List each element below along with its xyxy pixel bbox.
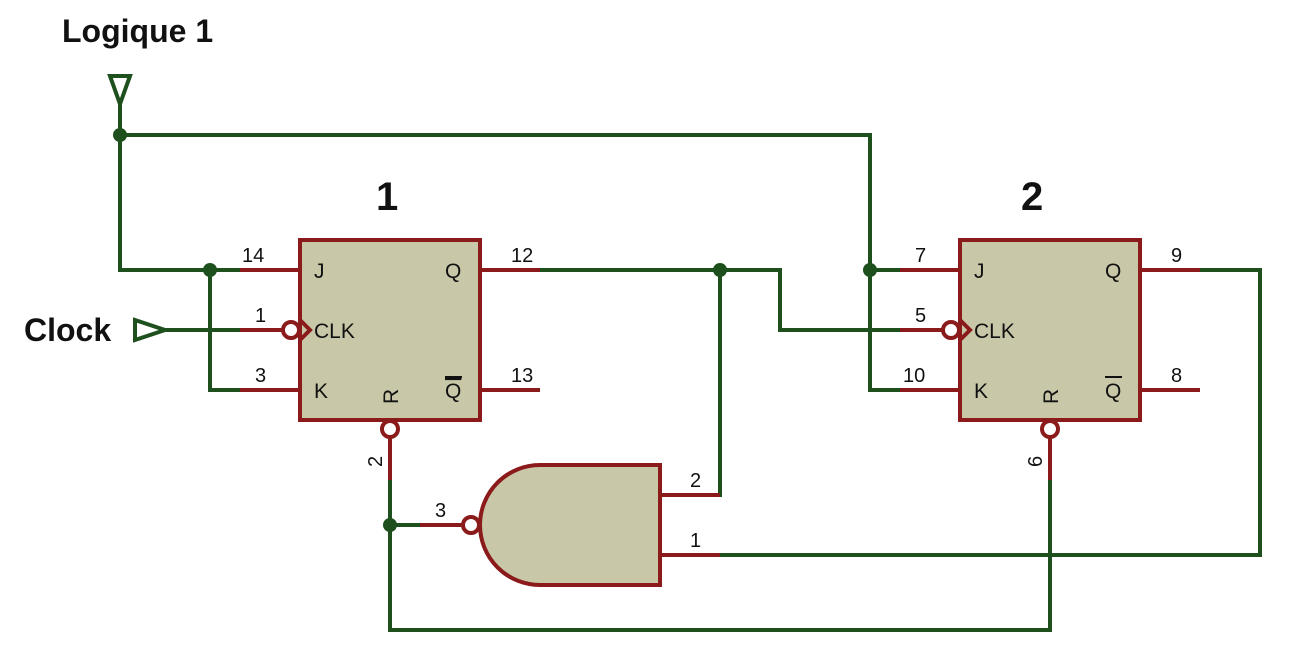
ff1-pinnum-r: 2: [365, 456, 387, 467]
junction-ff2-jk: [863, 263, 877, 277]
ff2-label-clk: CLK: [974, 320, 1015, 343]
ff1-label-r: R: [380, 389, 403, 404]
clock-label: Clock: [24, 312, 111, 348]
wire-logic1-top-bus: [118, 133, 902, 392]
ff2-pinnum-k: 10: [903, 365, 925, 387]
wires: [118, 103, 1262, 632]
ff1-clk-bubble: [281, 320, 301, 340]
ff1-label-clk: CLK: [314, 320, 355, 343]
clock-terminal: Clock: [24, 312, 172, 348]
ff2-body: [958, 238, 1142, 422]
ff2-pinnum-clk: 5: [915, 305, 926, 327]
ff1-label-j: J: [314, 260, 325, 283]
ff2-pinnum-qbar: 8: [1171, 365, 1182, 387]
ff1-label-q: Q: [445, 260, 461, 283]
logic-high-terminal-symbol: [107, 74, 133, 110]
ff1-reset-bubble: [380, 419, 400, 439]
ff1-label-qbar: Q: [445, 380, 461, 403]
flipflop-2: 2 J CLK K Q Q R 7 5 10 9 8 6: [900, 175, 1200, 480]
nand-pinnum-out: 3: [435, 500, 446, 522]
wire-ff1-jk-tie: [208, 268, 242, 392]
nand-pinnum-in-a: 2: [690, 470, 701, 492]
flipflop-2-title: 2: [1021, 175, 1043, 219]
logic-high-terminal: Logique 1: [62, 13, 213, 110]
nand-pinnum-in-b: 1: [690, 530, 701, 552]
ff1-pinnum-qbar: 13: [511, 365, 533, 387]
wire-logic1-vertical: [118, 103, 242, 272]
ff2-label-r: R: [1040, 389, 1063, 404]
ff2-label-qbar: Q: [1105, 380, 1121, 403]
nand-body: [478, 463, 662, 587]
logic-high-label: Logique 1: [62, 13, 213, 49]
junction-ff1-jk: [203, 263, 217, 277]
ff2-reset-bubble: [1040, 419, 1060, 439]
ff1-pinnum-k: 3: [255, 365, 266, 387]
ff1-pinnum-clk: 1: [255, 305, 266, 327]
ff1-pinnum-q: 12: [511, 245, 533, 267]
wire-reset-bus: [388, 478, 1052, 632]
clock-terminal-symbol: [133, 317, 172, 343]
ff2-label-j: J: [974, 260, 985, 283]
flipflop-1-title: 1: [376, 175, 398, 219]
ff2-label-k: K: [974, 380, 988, 403]
wire-ff2-q-feedback: [718, 268, 1262, 557]
junction-logic1: [113, 128, 127, 142]
junction-ff1-q: [713, 263, 727, 277]
junction-reset: [383, 518, 397, 532]
ff2-label-q: Q: [1105, 260, 1121, 283]
junctions: [113, 128, 877, 532]
ff2-clk-bubble: [941, 320, 961, 340]
ff2-pinnum-q: 9: [1171, 245, 1182, 267]
ff1-clk-triangle: [298, 318, 313, 342]
nand-gate: 2 1 3: [420, 463, 720, 587]
nand-output-bubble: [461, 515, 481, 535]
flipflop-1: 1 J CLK K Q Q R 14 1 3 12 13 2: [240, 175, 540, 480]
ff2-pinnum-j: 7: [915, 245, 926, 267]
wire-ff1-q: [538, 268, 902, 332]
ff2-pinnum-r: 6: [1025, 456, 1047, 467]
ff1-pinnum-j: 14: [242, 245, 264, 267]
ff2-clk-triangle: [958, 318, 973, 342]
ff1-label-k: K: [314, 380, 328, 403]
